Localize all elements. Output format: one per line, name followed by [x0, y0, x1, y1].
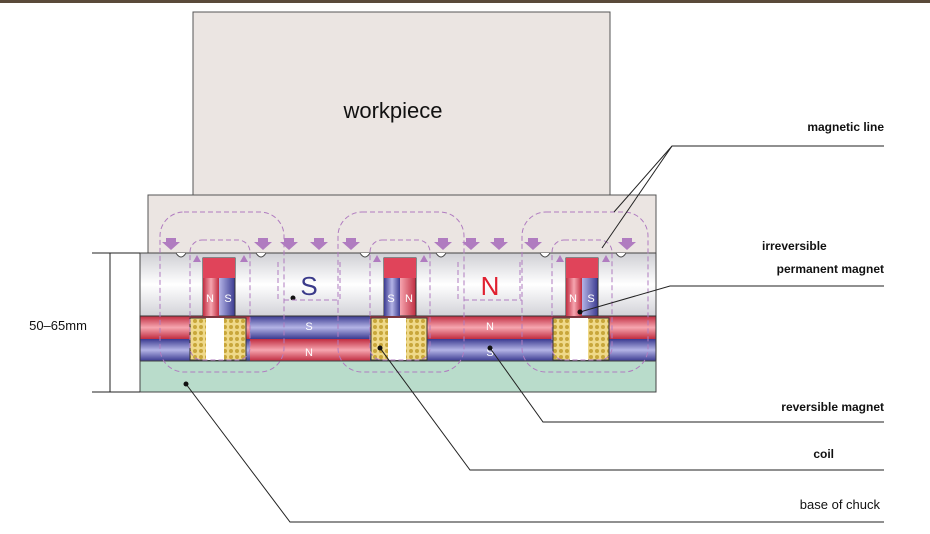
permanent-magnet-2: S N — [383, 257, 417, 317]
permanent-magnet-3: N S — [565, 257, 599, 317]
callout-magnetic-line: magnetic line — [807, 120, 884, 134]
pole-dot — [290, 295, 296, 301]
dimension-label: 50–65mm — [29, 318, 87, 333]
callout-leaders — [185, 145, 884, 523]
permanent-magnet-1: N S — [202, 257, 236, 317]
pole-n: N — [569, 293, 577, 305]
coils — [189, 317, 610, 361]
workpiece-label: workpiece — [342, 98, 442, 123]
callout-irreversible-1: irreversible — [762, 239, 827, 253]
pole-s: S — [587, 293, 594, 305]
workpiece-block — [192, 11, 611, 196]
rev-label-s: S — [486, 347, 493, 359]
pole-s: S — [224, 293, 231, 305]
pole-label-north: N — [481, 271, 500, 301]
callout-base-of-chuck: base of chuck — [800, 497, 881, 512]
rev-label-n: N — [486, 321, 494, 333]
callout-reversible-magnet: reversible magnet — [781, 400, 884, 414]
top-plate — [147, 194, 657, 254]
surface-notches — [175, 252, 627, 258]
callout-irreversible-2: permanent magnet — [777, 262, 884, 276]
callout-coil: coil — [813, 447, 834, 461]
rev-label-s: S — [305, 321, 312, 333]
rev-label-n: N — [305, 347, 313, 359]
pole-n: N — [206, 293, 214, 305]
flux-arrows — [162, 238, 636, 262]
chuck-base — [139, 360, 657, 393]
pole-n: N — [405, 293, 413, 305]
top-rule — [0, 0, 930, 3]
pole-label-south: S — [300, 271, 317, 301]
callout-dots — [183, 309, 583, 387]
pole-s: S — [387, 293, 394, 305]
dimension-marker — [92, 252, 140, 393]
